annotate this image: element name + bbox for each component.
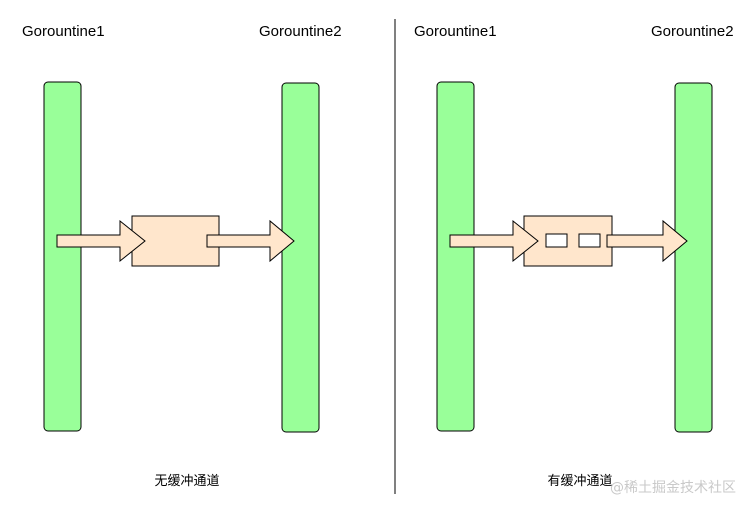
right-receiver-label: Gorountine2 <box>651 23 734 40</box>
buffer-slot <box>578 233 601 248</box>
buffered-panel: Gorountine1 Gorountine2 有缓冲通道 <box>414 23 734 489</box>
left-receive-arrow <box>206 219 295 263</box>
left-receiver-goroutine-bar <box>281 82 320 433</box>
left-receiver-label: Gorountine2 <box>259 23 342 40</box>
buffered-caption: 有缓冲通道 <box>547 474 612 489</box>
unbuffered-caption: 无缓冲通道 <box>154 474 219 489</box>
right-sender-label: Gorountine1 <box>414 23 497 40</box>
right-receiver-goroutine-bar <box>674 82 713 433</box>
watermark-text: @稀土掘金技术社区 <box>610 480 736 496</box>
left-sender-label: Gorountine1 <box>22 23 105 40</box>
right-receive-arrow <box>606 219 688 263</box>
right-sender-goroutine-bar <box>436 81 475 432</box>
buffer-slot <box>545 233 568 248</box>
unbuffered-channel-box <box>131 215 220 267</box>
left-sender-goroutine-bar <box>43 81 82 432</box>
right-send-arrow <box>449 219 539 263</box>
left-send-arrow <box>56 219 146 263</box>
unbuffered-panel: Gorountine1 Gorountine2 无缓冲通道 <box>22 23 342 489</box>
